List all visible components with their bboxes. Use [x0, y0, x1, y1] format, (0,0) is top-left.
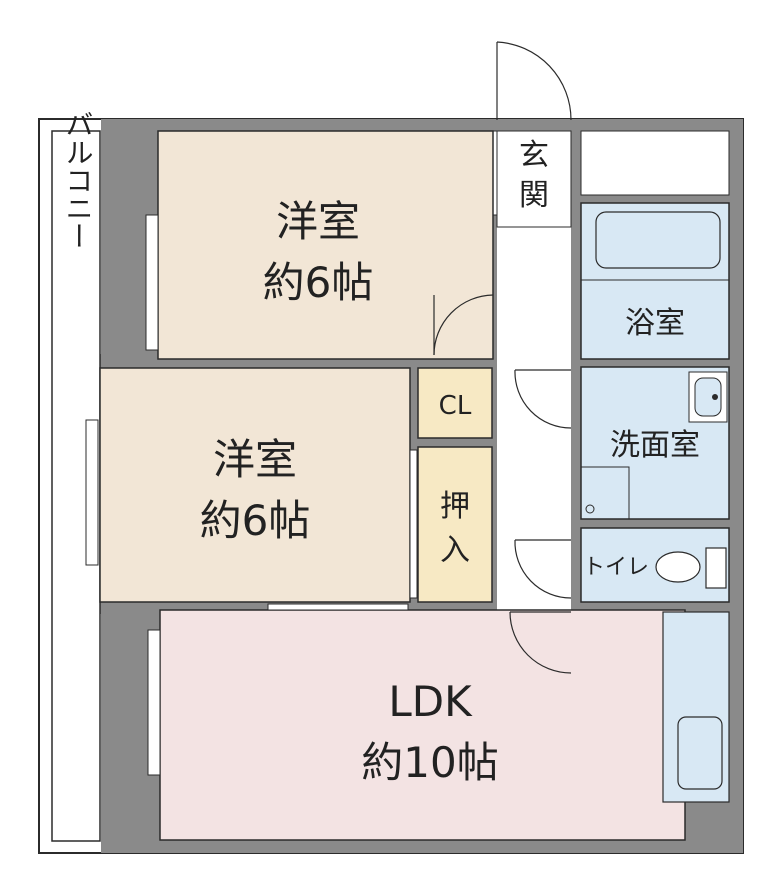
- front-door-arc: [496, 41, 572, 121]
- storage-top-right: [580, 130, 730, 196]
- corridor: [497, 222, 571, 612]
- bedroom2-label: 洋室 約6帖: [200, 435, 311, 545]
- toilet-door-arc: [514, 539, 572, 599]
- washer-drain: [585, 504, 595, 514]
- bedroom1: [157, 130, 494, 360]
- washroom-door-arc: [514, 369, 572, 429]
- balcony-name: バルコニー: [62, 110, 95, 250]
- windows: [85, 214, 418, 776]
- bedroom1-label: 洋室 約6帖: [263, 197, 374, 307]
- closet: [417, 367, 493, 439]
- entrance-label: 玄 関: [519, 138, 549, 213]
- bath-label: 浴室: [625, 306, 685, 341]
- entrance-label-1: 玄: [519, 138, 549, 173]
- oshiire-label-1: 押: [440, 489, 470, 524]
- entrance: [496, 130, 572, 228]
- oshiire-label: 押 入: [440, 489, 470, 568]
- bedroom1-size: 約6帖: [263, 258, 374, 307]
- kitchen-sink: [677, 716, 723, 790]
- closet-label: CL: [439, 391, 472, 421]
- door-swings: [433, 41, 572, 674]
- entrance-label-2: 関: [519, 178, 549, 213]
- bedroom2-size: 約6帖: [200, 496, 311, 545]
- ldk-size: 約10帖: [361, 738, 498, 787]
- bedroom1-name: 洋室: [276, 197, 360, 246]
- basin-bowl: [694, 377, 722, 417]
- window-ldk: [147, 629, 161, 776]
- ldk: [159, 609, 686, 841]
- oshiire: [417, 446, 493, 603]
- toilet-bowl: [655, 551, 701, 583]
- bedroom2: [99, 367, 411, 603]
- window-oshiire: [409, 449, 418, 599]
- ldk-label: LDK 約10帖: [361, 677, 498, 787]
- washroom-label: 洗面室: [610, 428, 700, 463]
- balcony-label: バルコニー: [62, 110, 95, 250]
- bedroom1-door-arc: [433, 294, 494, 356]
- window-ldk-top: [267, 603, 409, 611]
- ldk-door-arc: [509, 611, 572, 674]
- basin-drain: [712, 394, 718, 400]
- window-bedroom2: [85, 419, 99, 566]
- toilet-room: [580, 527, 730, 603]
- toilet-tank: [705, 547, 727, 589]
- bathtub: [595, 211, 721, 269]
- washer-space: [580, 466, 630, 520]
- window-bedroom1: [145, 214, 159, 351]
- ldk-name: LDK: [388, 677, 473, 726]
- bedroom2-name: 洋室: [213, 435, 297, 484]
- oshiire-label-2: 入: [440, 533, 470, 568]
- toilet-label: トイレ: [583, 555, 649, 580]
